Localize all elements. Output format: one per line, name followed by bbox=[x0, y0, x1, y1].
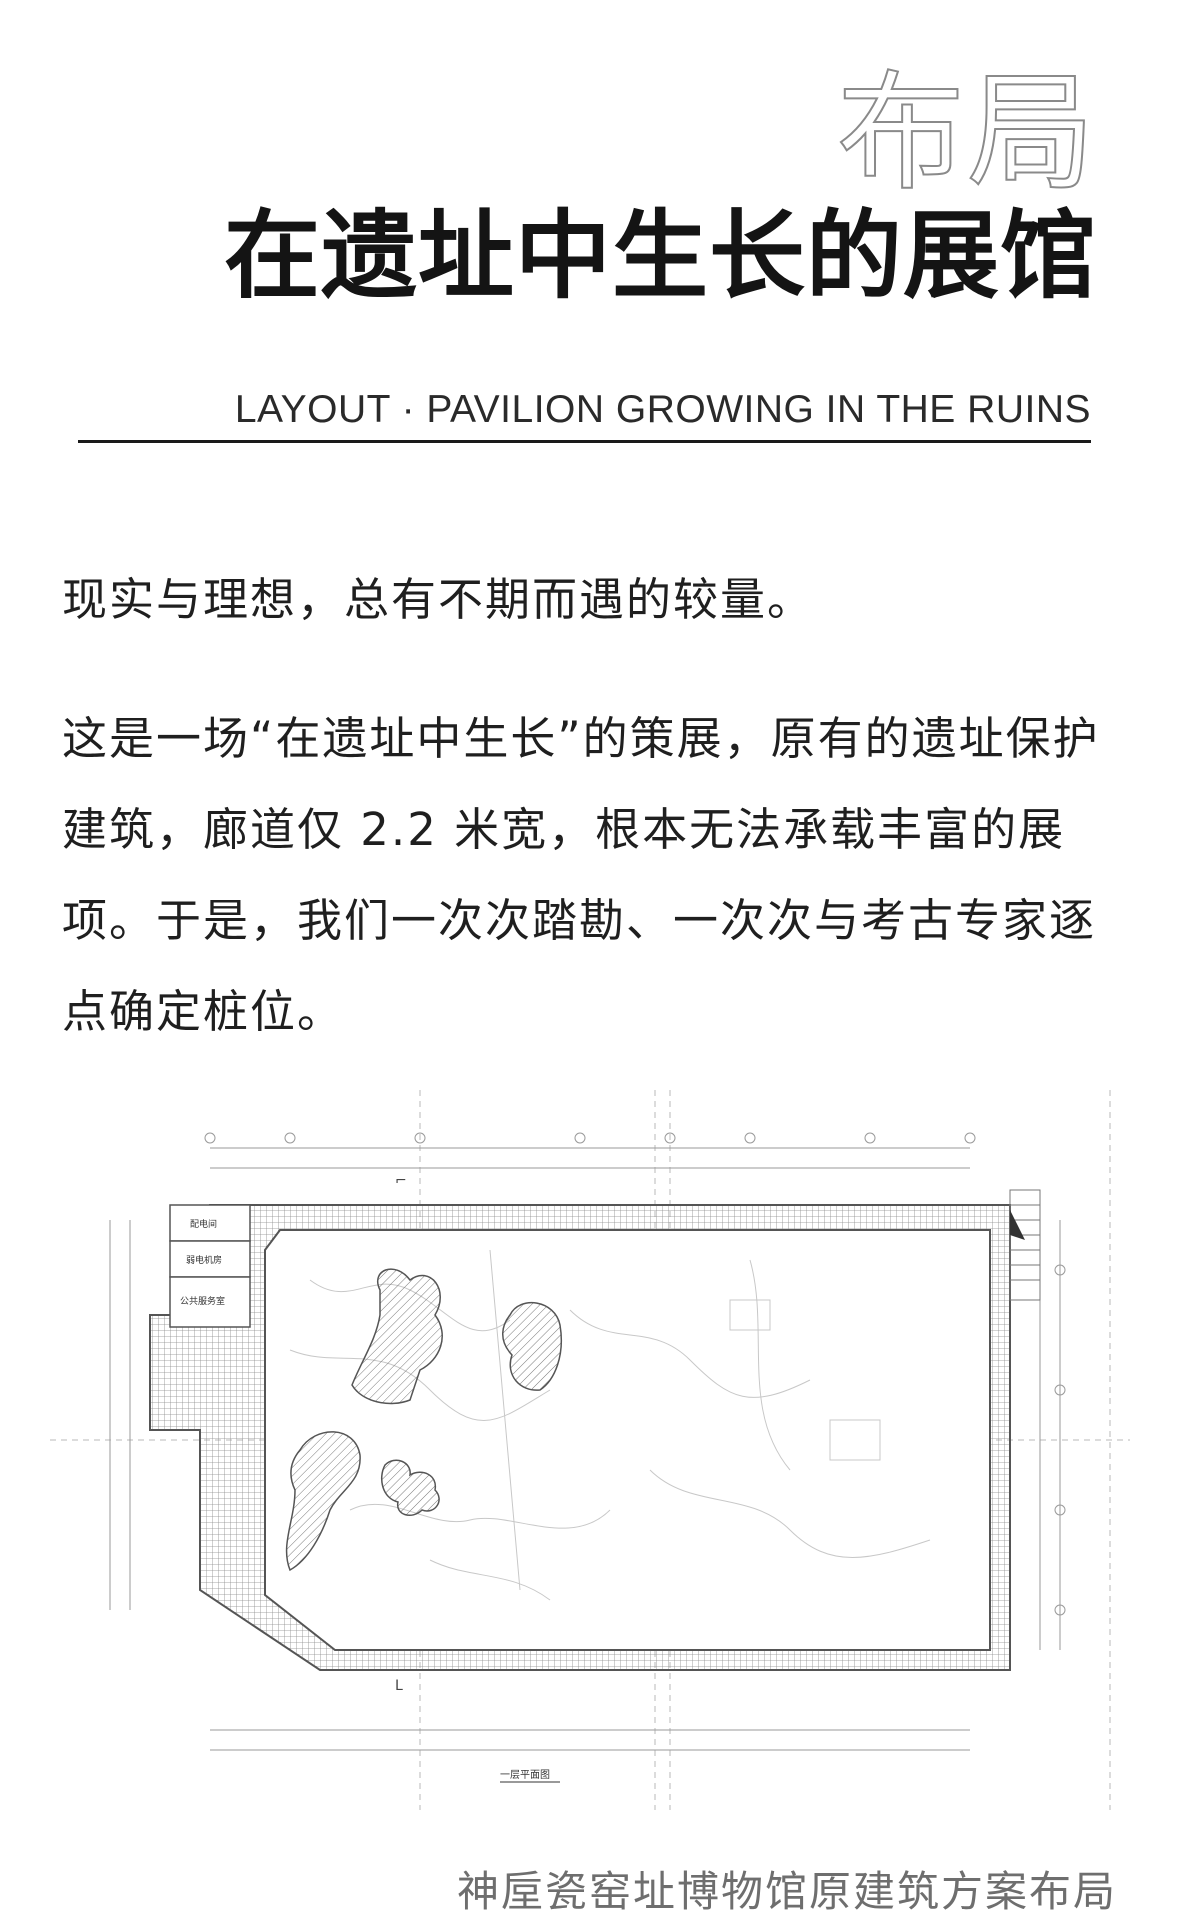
floor-plan-svg: 配电间 弱电机房 公共服务室 bbox=[50, 1090, 1130, 1810]
service-rooms bbox=[169, 1204, 251, 1328]
floor-plan-drawing: 配电间 弱电机房 公共服务室 bbox=[50, 1090, 1130, 1810]
north-arrow bbox=[1010, 1210, 1025, 1240]
drawing-title: 一层平面图 bbox=[500, 1769, 550, 1781]
svg-text:⌐: ⌐ bbox=[395, 1173, 407, 1189]
main-title: 在遗址中生长的展馆 bbox=[224, 200, 1097, 312]
english-subtitle: LAYOUT · PAVILION GROWING IN THE RUINS bbox=[234, 388, 1091, 431]
image-caption: 神垕瓷窑址博物馆原建筑方案布局 bbox=[456, 1867, 1117, 1916]
header-divider bbox=[78, 440, 1091, 443]
room-label: 弱电机房 bbox=[186, 1254, 222, 1266]
outline-title: 布局 bbox=[836, 59, 1097, 208]
paragraph-main: 这是一场“在遗址中生长”的策展，原有的遗址保护建筑，廊道仅 2.2 米宽，根本无… bbox=[62, 712, 1100, 1038]
room-label: 配电间 bbox=[190, 1218, 217, 1230]
stairs bbox=[1009, 1189, 1041, 1301]
paragraph-intro: 现实与理想，总有不期而遇的较量。 bbox=[62, 573, 815, 626]
dimension-lines bbox=[109, 1147, 1061, 1751]
exhibition-hall bbox=[264, 1229, 991, 1651]
svg-text:L: L bbox=[395, 1678, 403, 1694]
kiln-sites bbox=[285, 1268, 562, 1572]
room-label: 公共服务室 bbox=[180, 1295, 225, 1307]
axis-markers bbox=[204, 1132, 1066, 1616]
